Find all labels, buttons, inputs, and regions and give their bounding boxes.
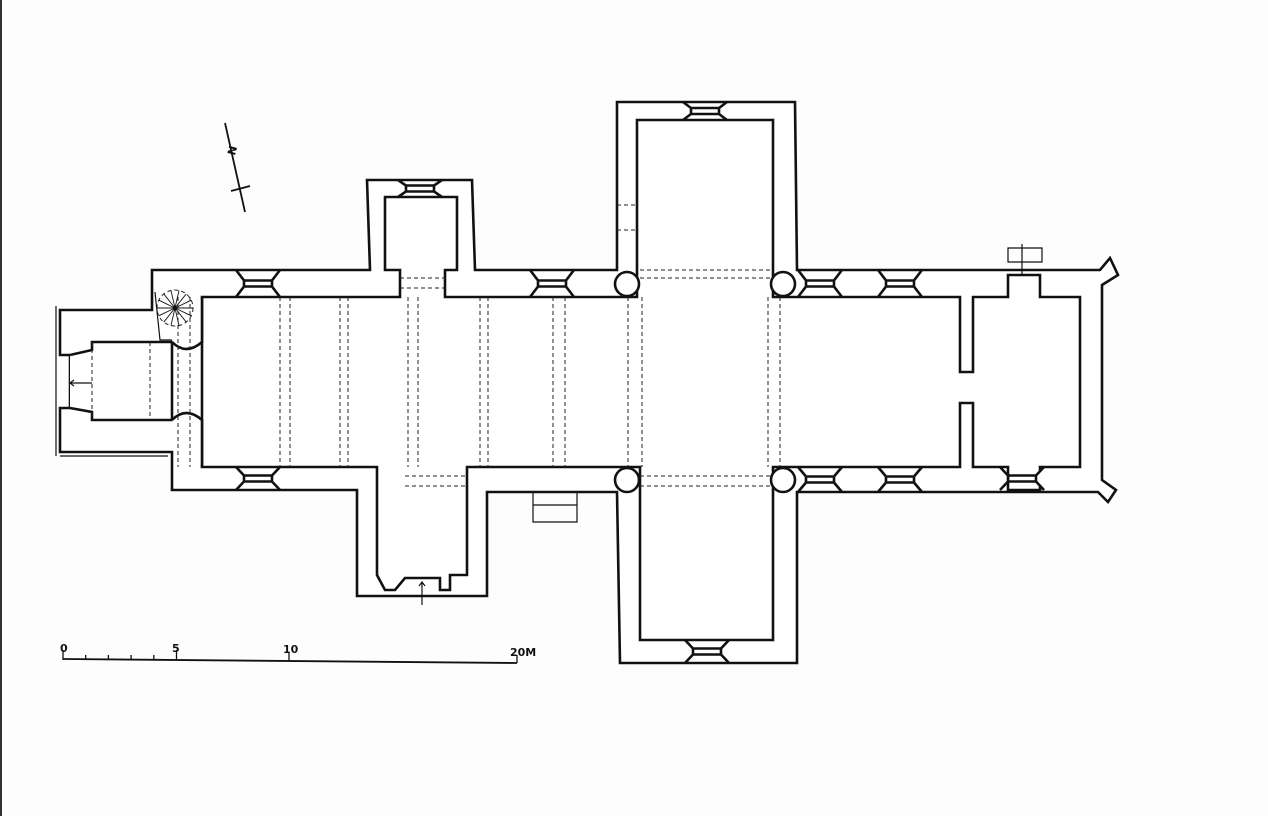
window [235, 466, 281, 491]
page-edge [0, 0, 2, 816]
west-arch-south [171, 411, 204, 467]
window [876, 269, 924, 298]
scale-bar: 0 5 10 20M [60, 642, 536, 664]
north-chancel-steps [1007, 244, 1043, 275]
crossing-pier-nw [613, 270, 641, 298]
window [528, 269, 576, 298]
stair-tread [174, 293, 187, 309]
interior-outline [200, 118, 1082, 642]
north-label: N [225, 144, 240, 156]
stair-tread [158, 299, 176, 309]
stair-tread [174, 290, 180, 309]
window [999, 466, 1045, 491]
window [397, 178, 443, 199]
west-arch-north [171, 297, 204, 351]
tower-offset-line [55, 306, 168, 457]
west-porch [69, 340, 174, 422]
scale-label-20: 20M [510, 646, 536, 659]
south-porch-steps [532, 492, 578, 523]
stair-tread [163, 293, 176, 309]
stair-tread [174, 299, 192, 309]
window [684, 639, 730, 664]
stair-wall [154, 291, 172, 341]
stair-tread [174, 307, 192, 317]
window [877, 466, 923, 493]
door-arrow-south-chapel [418, 581, 426, 605]
window [682, 100, 728, 122]
stair-tread [158, 307, 176, 317]
window [796, 269, 844, 298]
windows [234, 100, 1045, 664]
window [234, 269, 282, 298]
scale-label-0: 0 [60, 642, 68, 655]
scale-label-10: 10 [283, 643, 299, 656]
stair-tread [170, 307, 176, 326]
door-arrow-west [69, 379, 92, 387]
stair-tread [174, 307, 180, 326]
stair-tread [170, 290, 176, 309]
crossing-pier-ne [769, 270, 797, 298]
stair-tread [163, 307, 176, 323]
window [797, 466, 843, 493]
crossing-pier-se [769, 466, 797, 494]
scale-label-5: 5 [172, 642, 180, 655]
stair-tread [174, 307, 187, 323]
stair-newel [173, 306, 177, 310]
spiral-stair [154, 289, 194, 341]
crossing-pier-sw [613, 466, 641, 494]
north-arrow: N [224, 122, 251, 213]
